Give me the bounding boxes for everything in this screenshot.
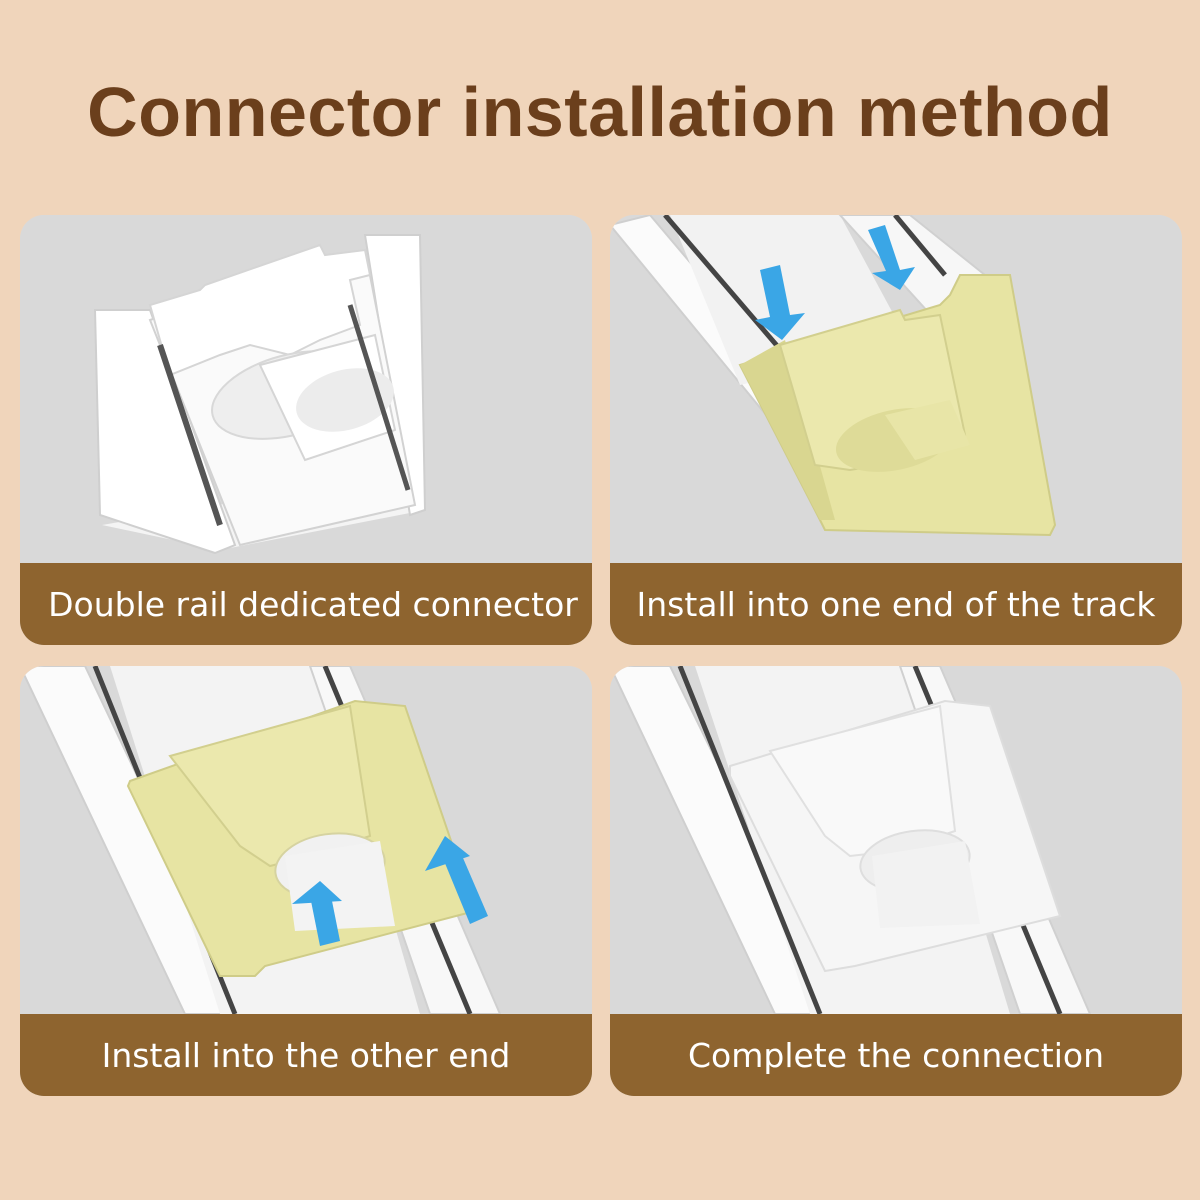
- caption-bar: Install into the other end: [20, 1014, 592, 1096]
- step-2-caption: Install into one end of the track: [636, 584, 1156, 624]
- step-4-caption: Complete the connection: [688, 1035, 1104, 1075]
- arrow-down-icon: [755, 265, 805, 340]
- step-1-panel: Double rail dedicated connector: [20, 215, 592, 645]
- arrow-up-icon: [292, 881, 342, 946]
- arrow-up-icon: [425, 836, 488, 924]
- arrow-down-icon: [868, 225, 915, 290]
- caption-bar: Complete the connection: [610, 1014, 1182, 1096]
- step-3-panel: Install into the other end: [20, 666, 592, 1096]
- caption-bar: Install into one end of the track: [610, 563, 1182, 645]
- install-other-end-image: [20, 666, 592, 1096]
- step-3-caption: Install into the other end: [101, 1035, 511, 1075]
- caption-bar: Double rail dedicated connector: [20, 563, 592, 645]
- step-4-panel: Complete the connection: [610, 666, 1182, 1096]
- connector-image: [20, 215, 592, 645]
- step-1-caption: Double rail dedicated connector: [48, 584, 578, 624]
- step-2-panel: Install into one end of the track: [610, 215, 1182, 645]
- page-title: Connector installation method: [87, 73, 1113, 151]
